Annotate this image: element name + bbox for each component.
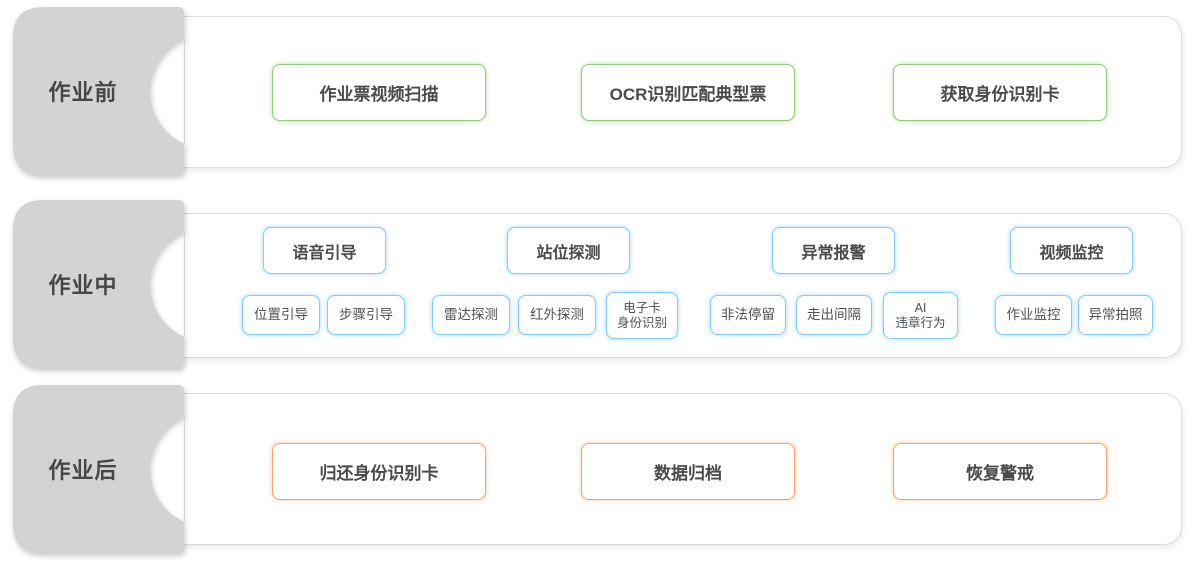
sub-box-infrared-detect: 红外探测 bbox=[518, 295, 596, 335]
phase-tab-shape bbox=[13, 385, 185, 553]
step-box-data-archive: 数据归档 bbox=[581, 443, 795, 500]
sub-box-abnormal-photo: 异常拍照 bbox=[1078, 295, 1153, 335]
phase-label-text: 作业后 bbox=[48, 458, 118, 483]
step-box-get-id-card: 获取身份识别卡 bbox=[893, 64, 1107, 121]
phase-label-text: 作业中 bbox=[48, 273, 118, 298]
sub-box-work-monitor: 作业监控 bbox=[995, 295, 1072, 335]
sub-box-location-guide: 位置引导 bbox=[242, 295, 320, 335]
sub-box-step-guide: 步骤引导 bbox=[327, 295, 405, 335]
group-header-video-monitor: 视频监控 bbox=[1010, 227, 1133, 274]
sub-box-ai-violation: AI 违章行为 bbox=[883, 292, 958, 339]
phase-label-text: 作业前 bbox=[48, 80, 118, 105]
group-header-abnormal-alarm: 异常报警 bbox=[772, 227, 895, 274]
step-box-restore-alert: 恢复警戒 bbox=[893, 443, 1107, 500]
sub-box-illegal-stay: 非法停留 bbox=[710, 295, 786, 335]
phase-tab-shape bbox=[13, 7, 185, 175]
phase-label-after: 作业后 bbox=[13, 385, 185, 553]
sub-box-radar-detect: 雷达探测 bbox=[432, 295, 510, 335]
step-box-return-id-card: 归还身份识别卡 bbox=[272, 443, 486, 500]
group-header-position-detect: 站位探测 bbox=[507, 227, 630, 274]
phase-tab-shape bbox=[13, 200, 185, 368]
phase-label-during: 作业中 bbox=[13, 200, 185, 368]
sub-box-leave-interval: 走出间隔 bbox=[796, 295, 872, 335]
phase-label-before: 作业前 bbox=[13, 7, 185, 175]
sub-box-ecard-id: 电子卡 身份识别 bbox=[606, 292, 678, 339]
step-box-ticket-video-scan: 作业票视频扫描 bbox=[272, 64, 486, 121]
group-header-voice-guide: 语音引导 bbox=[263, 227, 386, 274]
step-box-ocr-match: OCR识别匹配典型票 bbox=[581, 64, 795, 121]
